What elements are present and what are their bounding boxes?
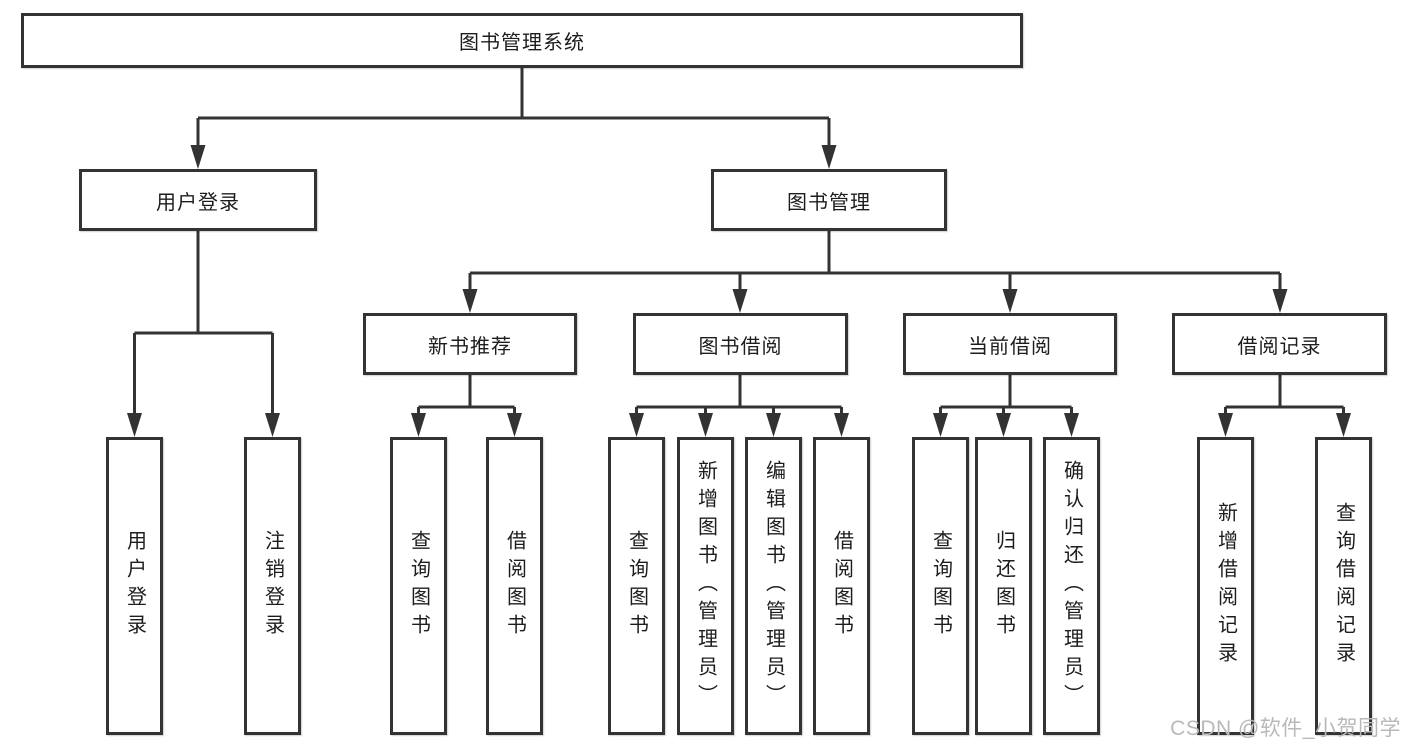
leaf-borrow-add-books-admin-label: 新增图书（管理员） — [694, 460, 717, 712]
leaf-records-add-record: 新增借阅记录 — [1197, 437, 1254, 735]
node-new-book-recommend: 新书推荐 — [363, 313, 577, 375]
leaf-user-login: 用户登录 — [106, 437, 163, 735]
leaf-borrow-add-books-admin: 新增图书（管理员） — [677, 437, 734, 735]
node-user-login-label: 用户登录 — [156, 191, 240, 214]
leaf-current-confirm-return-admin-label: 确认归还（管理员） — [1060, 460, 1083, 712]
node-book-borrow-label: 图书借阅 — [698, 335, 783, 358]
node-new-book-recommend-label: 新书推荐 — [428, 335, 512, 358]
leaf-records-query-record: 查询借阅记录 — [1315, 437, 1372, 735]
leaf-current-return-books-label: 归还图书 — [992, 530, 1015, 642]
node-user-login: 用户登录 — [79, 169, 317, 231]
leaf-borrow-borrow-books-label: 借阅图书 — [830, 530, 853, 642]
leaf-recommend-borrow-books: 借阅图书 — [486, 437, 543, 735]
leaf-borrow-edit-books-admin-label: 编辑图书（管理员） — [762, 460, 785, 712]
node-borrow-records-label: 借阅记录 — [1237, 335, 1322, 358]
csdn-watermark: CSDN @软件_小贺同学 — [1170, 717, 1401, 740]
connector-arrowheads — [127, 145, 1351, 437]
leaf-records-query-record-label: 查询借阅记录 — [1332, 502, 1355, 670]
leaf-borrow-borrow-books: 借阅图书 — [813, 437, 870, 735]
node-root-system: 图书管理系统 — [21, 13, 1023, 68]
leaf-logout-label: 注销登录 — [261, 530, 284, 642]
node-borrow-records: 借阅记录 — [1172, 313, 1387, 375]
node-book-management: 图书管理 — [711, 169, 947, 231]
leaf-recommend-borrow-books-label: 借阅图书 — [503, 530, 526, 642]
node-current-borrow-label: 当前借阅 — [968, 335, 1052, 358]
leaf-records-add-record-label: 新增借阅记录 — [1214, 502, 1237, 670]
leaf-borrow-query-books: 查询图书 — [608, 437, 665, 735]
leaf-current-confirm-return-admin: 确认归还（管理员） — [1043, 437, 1100, 735]
leaf-logout: 注销登录 — [244, 437, 301, 735]
node-current-borrow: 当前借阅 — [903, 313, 1117, 375]
node-root-label: 图书管理系统 — [459, 32, 585, 54]
node-book-borrow: 图书借阅 — [633, 313, 848, 375]
leaf-borrow-query-books-label: 查询图书 — [625, 530, 648, 642]
leaf-current-return-books: 归还图书 — [975, 437, 1032, 735]
leaf-user-login-label: 用户登录 — [123, 530, 146, 642]
leaf-current-query-books: 查询图书 — [912, 437, 969, 735]
leaf-recommend-query-books: 查询图书 — [390, 437, 447, 735]
leaf-current-query-books-label: 查询图书 — [929, 530, 952, 642]
connector-lines — [133, 68, 1345, 415]
leaf-borrow-edit-books-admin: 编辑图书（管理员） — [745, 437, 802, 735]
node-book-management-label: 图书管理 — [787, 191, 871, 214]
leaf-recommend-query-books-label: 查询图书 — [407, 530, 430, 642]
